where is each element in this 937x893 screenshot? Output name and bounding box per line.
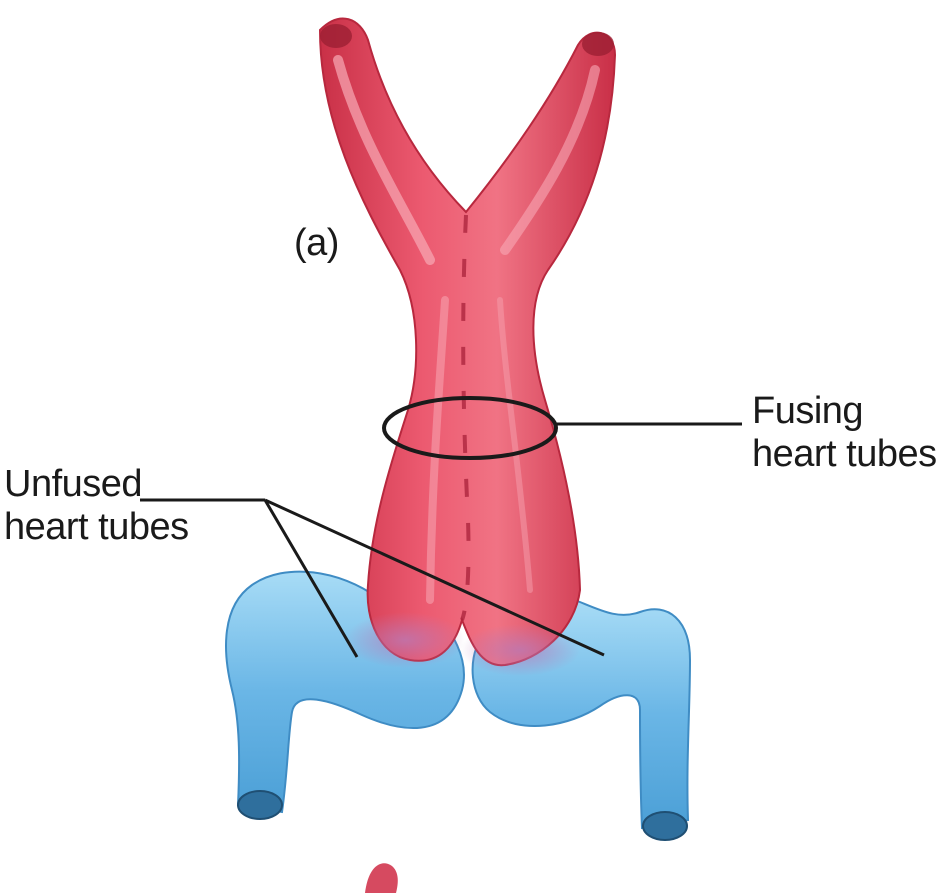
- unfused-heart-tubes-label: Unfused heart tubes: [4, 463, 189, 548]
- junction-blend-left: [345, 612, 465, 668]
- unfused-label-line2: heart tubes: [4, 506, 189, 549]
- right-tube-opening: [643, 812, 687, 840]
- lower-fragment: [365, 863, 398, 893]
- fusing-heart-tubes-label: Fusing heart tubes: [752, 390, 937, 475]
- panel-label: (a): [294, 222, 339, 265]
- right-vessel-opening: [582, 32, 614, 56]
- fusing-label-line1: Fusing: [752, 390, 937, 433]
- left-tube-opening: [238, 791, 282, 819]
- fusing-label-line2: heart tubes: [752, 433, 937, 476]
- left-vessel-opening: [320, 24, 352, 48]
- junction-blend-right: [460, 624, 580, 676]
- unfused-label-line1: Unfused: [4, 463, 189, 506]
